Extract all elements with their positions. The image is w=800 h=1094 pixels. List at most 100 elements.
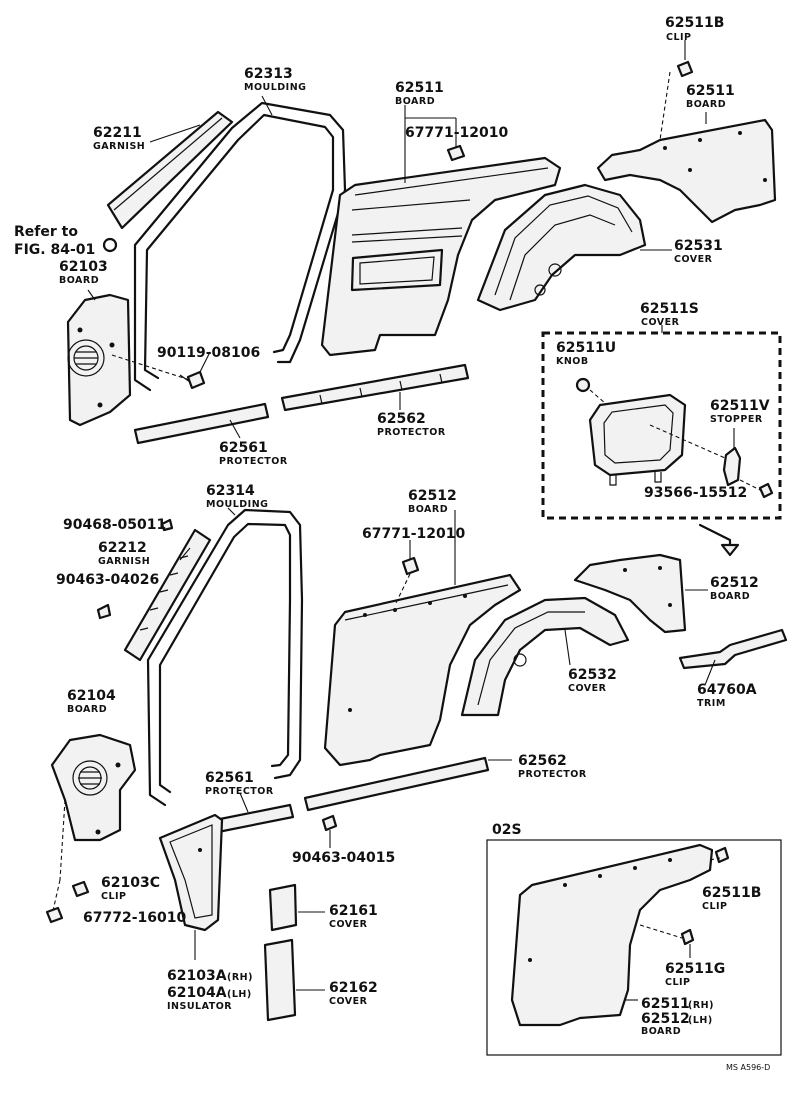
callout-62511V: 62511V	[710, 398, 770, 414]
callout-62511-inset-suffix: (RH)	[688, 1000, 714, 1011]
callout-93566: 93566-15512	[644, 485, 747, 501]
knob-62511U	[575, 377, 591, 393]
callout-62531: 62531	[674, 238, 723, 254]
callout-62104: 62104	[67, 688, 116, 704]
callout-62532-label: COVER	[568, 683, 607, 694]
clip-62103C	[71, 880, 90, 898]
footer-code: MS A596-D	[726, 1063, 770, 1072]
inset-02S-box	[486, 839, 782, 1056]
protector-62561-lower	[213, 803, 295, 834]
callout-62532: 62532	[568, 667, 617, 683]
moulding-62313	[133, 101, 347, 392]
callout-62511-top: 62511	[686, 83, 735, 99]
callout-62561-b-label: PROTECTOR	[205, 786, 274, 797]
quarter-board-62512	[323, 573, 522, 767]
callout-62511-inset-label: BOARD	[641, 1026, 681, 1037]
bolt-90119	[179, 370, 206, 390]
callout-64760A-label: TRIM	[697, 698, 726, 709]
callout-62103-label: BOARD	[59, 275, 99, 286]
callout-62511-mid-label: BOARD	[395, 96, 435, 107]
callout-62211: 62211	[93, 125, 142, 141]
callout-62511G-label: CLIP	[665, 977, 691, 988]
callout-67772: 67772-16010	[83, 910, 186, 926]
callout-62103A-suffix: (RH)	[227, 972, 253, 983]
callout-62511-top-label: BOARD	[686, 99, 726, 110]
trim-64760A	[678, 628, 788, 670]
callout-62561-b: 62561	[205, 770, 254, 786]
board-62103	[66, 293, 132, 427]
callout-90463-a: 90463-04026	[56, 572, 159, 588]
callout-62512-right: 62512	[710, 575, 759, 591]
quarter-board-62511	[320, 156, 562, 357]
callout-62511B-top: 62511B	[665, 15, 724, 31]
callout-62104A: 62104A	[167, 985, 227, 1001]
callout-62162: 62162	[329, 980, 378, 996]
reference-line2: FIG. 84-01	[14, 242, 95, 258]
callout-62161-label: COVER	[329, 919, 368, 930]
callout-62212-label: GARNISH	[98, 556, 150, 567]
callout-67771-a: 67771-12010	[405, 125, 508, 141]
board-02S	[510, 843, 714, 1027]
lid-62511S	[588, 393, 687, 486]
callout-62511U-label: KNOB	[556, 356, 589, 367]
callout-62211-label: GARNISH	[93, 141, 145, 152]
callout-62511-inset: 62511	[641, 996, 690, 1012]
callout-62531-label: COVER	[674, 254, 713, 265]
callout-62314-label: MOULDING	[206, 499, 268, 510]
callout-62103A: 62103A	[167, 968, 227, 984]
insulator-62103A	[158, 813, 224, 932]
callout-62161: 62161	[329, 903, 378, 919]
clip-67772	[45, 906, 64, 924]
callout-90119: 90119-08106	[157, 345, 260, 361]
moulding-62314	[146, 508, 304, 807]
callout-62511B-top-label: CLIP	[666, 32, 692, 43]
callout-62511S: 62511S	[640, 301, 699, 317]
callout-62512-mid: 62512	[408, 488, 457, 504]
callout-62511G: 62511G	[665, 961, 725, 977]
board-62104	[50, 733, 137, 842]
callout-62313: 62313	[244, 66, 293, 82]
callout-62562-b-label: PROTECTOR	[518, 769, 587, 780]
callout-62511S-label: COVER	[641, 317, 680, 328]
callout-62561-a: 62561	[219, 440, 268, 456]
garnish-62212	[123, 528, 212, 662]
callout-90468: 90468-05011	[63, 517, 166, 533]
callout-62314: 62314	[206, 483, 255, 499]
callout-62512-inset: 62512	[641, 1011, 690, 1027]
callout-62562-a: 62562	[377, 411, 426, 427]
screw-93566	[758, 482, 774, 499]
protector-62562-upper	[280, 363, 470, 412]
callout-62562-a-label: PROTECTOR	[377, 427, 446, 438]
callout-62103: 62103	[59, 259, 108, 275]
callout-62562-b: 62562	[518, 753, 567, 769]
wheelhouse-cover-62532	[460, 596, 630, 717]
clip-90463-04015	[321, 814, 338, 832]
cover-62161	[268, 883, 298, 932]
protector-62561-upper	[133, 402, 270, 445]
callout-90463-b: 90463-04015	[292, 850, 395, 866]
callout-62512-right-label: BOARD	[710, 591, 750, 602]
quarter-board-62511-right	[596, 118, 777, 224]
callout-62512-inset-suffix: (LH)	[688, 1015, 713, 1026]
quarter-board-62512-right	[573, 553, 687, 634]
callout-64760A: 64760A	[697, 682, 757, 698]
callout-62313-label: MOULDING	[244, 82, 306, 93]
callout-62162-label: COVER	[329, 996, 368, 1007]
callout-62511-mid: 62511	[395, 80, 444, 96]
callout-62512-mid-label: BOARD	[408, 504, 448, 515]
callout-62511B-inset-label: CLIP	[702, 901, 728, 912]
callout-62103C-label: CLIP	[101, 891, 127, 902]
cover-62162	[263, 938, 297, 1022]
protector-62562-lower	[303, 756, 490, 812]
callout-62103C: 62103C	[101, 875, 160, 891]
callout-62511V-label: STOPPER	[710, 414, 763, 425]
callout-62103A-label: INSULATOR	[167, 1001, 232, 1012]
callout-62561-a-label: PROTECTOR	[219, 456, 288, 467]
inset-title: 02S	[492, 822, 522, 838]
callout-62104-label: BOARD	[67, 704, 107, 715]
callout-62511U: 62511U	[556, 340, 616, 356]
garnish-62211	[106, 110, 234, 230]
wheelhouse-cover-62531	[476, 183, 647, 312]
stopper-62511V	[722, 446, 742, 487]
